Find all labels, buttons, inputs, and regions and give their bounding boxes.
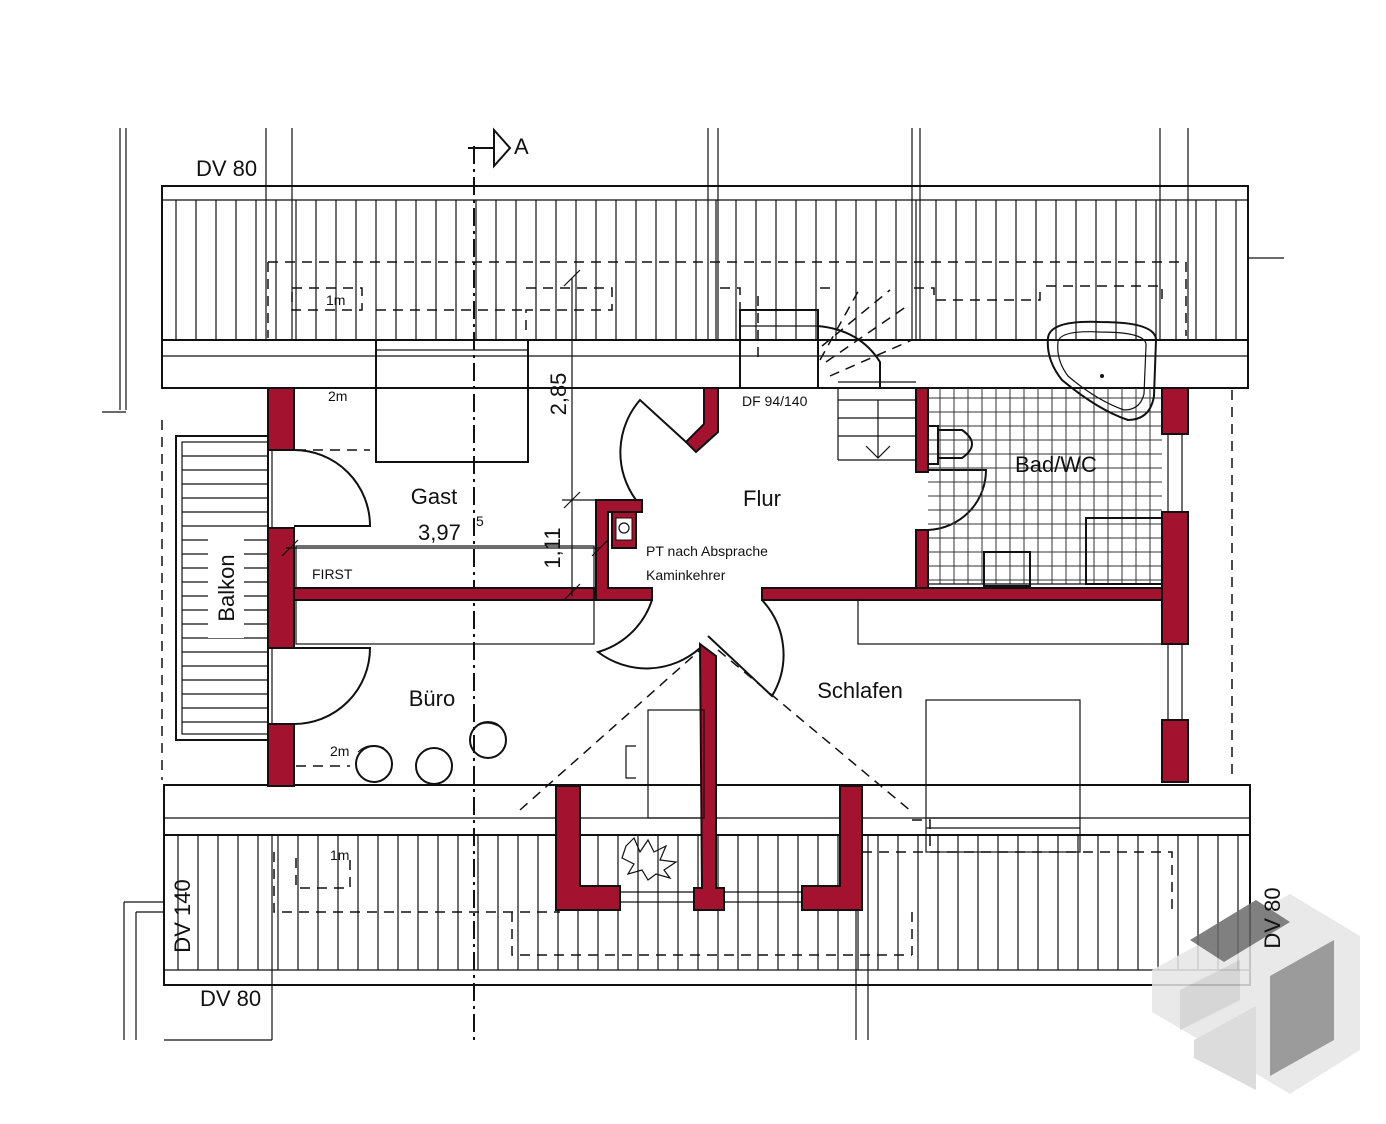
label-section-a: A	[514, 134, 529, 159]
dim-397: 3,97	[418, 520, 461, 545]
label-dv80-right: DV 80	[1260, 887, 1285, 948]
dim-111: 1,11	[540, 527, 565, 568]
dim-285: 2,85	[546, 373, 571, 416]
room-label-balkon: Balkon	[214, 554, 239, 621]
label-2m-gast: 2m	[328, 388, 347, 404]
label-2m-buero: 2m	[330, 743, 349, 759]
label-dv80-top: DV 80	[196, 156, 257, 181]
room-label-flur: Flur	[743, 486, 781, 511]
label-df: DF 94/140	[742, 393, 808, 409]
label-1m-bottom: 1m	[330, 847, 349, 863]
doors	[293, 398, 988, 725]
axis-lines	[102, 128, 1284, 1041]
watermark-logo	[1152, 894, 1360, 1094]
room-label-gast: Gast	[411, 484, 457, 509]
label-1m-top: 1m	[326, 292, 345, 308]
label-first: FIRST	[312, 566, 353, 582]
label-pt-note-2: Kaminkehrer	[646, 567, 726, 583]
room-label-bad: Bad/WC	[1015, 452, 1097, 477]
roof-band-top	[161, 185, 1249, 389]
section-line-a	[468, 127, 512, 1040]
chimney	[615, 517, 633, 541]
room-label-schlafen: Schlafen	[817, 678, 903, 703]
bathroom	[927, 320, 1163, 587]
room-label-buero: Büro	[409, 686, 455, 711]
stairs	[739, 287, 916, 461]
label-pt-note-1: PT nach Absprache	[646, 543, 768, 559]
label-dv80-bottom: DV 80	[200, 986, 261, 1011]
dim-397-superscript: 5	[476, 513, 484, 529]
height-markers	[161, 261, 1233, 956]
windows	[271, 434, 1183, 903]
furniture	[295, 339, 1163, 881]
balcony	[175, 435, 269, 741]
dimension-lines	[281, 269, 609, 601]
label-dv140: DV 140	[170, 879, 195, 952]
